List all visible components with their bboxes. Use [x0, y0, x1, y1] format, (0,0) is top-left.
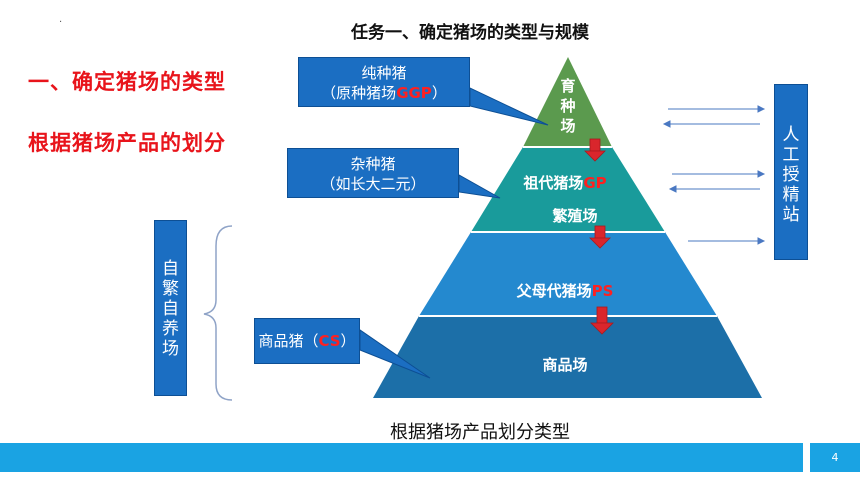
level-commercial-label: 商品场: [542, 356, 588, 374]
pyramid-level-parent: [419, 232, 717, 316]
exchange-arrows: [662, 105, 766, 245]
flow-arrow-3: [590, 306, 614, 335]
level-parent-label: 父母代猪场PS: [516, 282, 614, 300]
callout-pointer-crossbred: [458, 174, 501, 199]
stray-dot: .: [59, 14, 63, 25]
flow-arrow-2: [589, 225, 611, 249]
callout-pointer-commercial: [359, 329, 431, 379]
page-number: 4: [810, 443, 860, 472]
curly-brace: [203, 225, 233, 401]
ai-station-box: 人 工 授 精 站: [774, 84, 808, 260]
pyramid-level-grandparent: [471, 147, 665, 232]
level-grandparent-sublabel: 繁殖场: [552, 207, 598, 225]
section-heading: 一、确定猪场的类型: [28, 70, 226, 94]
callout-purebred: 纯种猪 （原种猪场GGP）: [298, 57, 470, 107]
footer-bar: [0, 443, 803, 472]
callout-commercial: 商品猪（CS）: [254, 318, 360, 364]
slide-title: 任务一、确定猪场的类型与规模: [351, 23, 589, 43]
pyramid-level-commercial: [373, 316, 762, 398]
flow-arrow-1: [584, 138, 606, 162]
subsection-heading: 根据猪场产品的划分: [28, 131, 226, 155]
level-breeding-label: 育 种 场: [560, 77, 576, 135]
callout-crossbred: 杂种猪 （如长大二元）: [287, 148, 459, 198]
diagram-caption: 根据猪场产品划分类型: [390, 422, 570, 443]
self-breeding-farm-box: 自 繁 自 养 场: [154, 220, 187, 396]
level-grandparent-label: 祖代猪场GP: [523, 174, 607, 192]
callout-pointer-purebred: [469, 87, 549, 126]
